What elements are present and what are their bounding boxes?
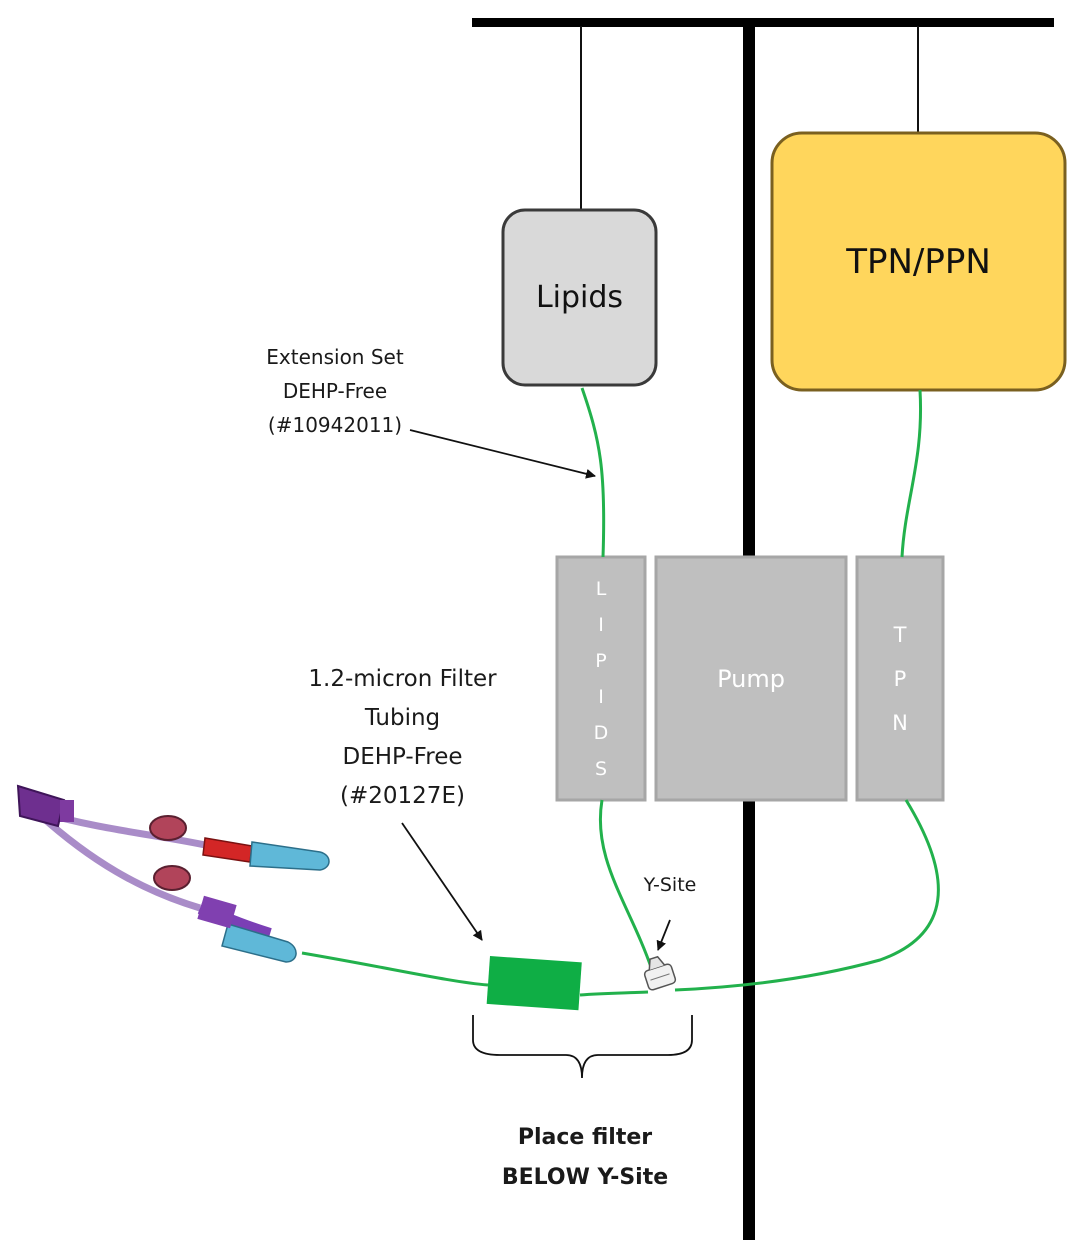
extension-set-line: DEHP-Free	[220, 374, 450, 408]
placement-note-line: Place filter	[440, 1118, 730, 1158]
extension-set-label: Extension Set DEHP-Free (#10942011)	[220, 340, 450, 442]
y-site-connector-icon	[641, 954, 677, 991]
lipids-letter: P	[595, 643, 606, 679]
tpn-letter: P	[894, 657, 907, 701]
extension-set-line: (#10942011)	[220, 408, 450, 442]
filter-tubing-label: 1.2-micron Filter Tubing DEHP-Free (#201…	[265, 660, 540, 816]
filter-tubing-line: (#20127E)	[265, 777, 540, 816]
tpn-letter: T	[894, 613, 907, 657]
y-site-arrow	[658, 920, 670, 950]
pump-tpn-channel-label: T P N	[857, 614, 943, 744]
filter-to-ysite-tubing	[580, 992, 648, 995]
placement-note-line: BELOW Y-Site	[440, 1158, 730, 1198]
filter-placement-brace	[473, 1015, 692, 1078]
lipids-letter: L	[596, 571, 607, 607]
extension-set-line: Extension Set	[220, 340, 450, 374]
placement-note: Place filter BELOW Y-Site	[440, 1118, 730, 1198]
filter-tubing-line: Tubing	[265, 699, 540, 738]
lipids-extension-tubing	[582, 388, 604, 557]
pump-lipids-channel-label: L I P I D S	[557, 566, 645, 792]
main-line-tubing	[302, 953, 488, 985]
lipids-letter: D	[594, 715, 609, 751]
y-site-label: Y-Site	[620, 874, 720, 896]
filter-arrow	[402, 823, 482, 940]
lipids-letter: I	[598, 679, 604, 715]
filter-tubing-line: 1.2-micron Filter	[265, 660, 540, 699]
tpn-letter: N	[892, 701, 908, 745]
lipids-letter: I	[598, 607, 604, 643]
pump-center-label: Pump	[656, 557, 846, 800]
filter-icon	[487, 956, 582, 1010]
lipids-bag-label: Lipids	[503, 210, 656, 385]
filter-tubing-line: DEHP-Free	[265, 738, 540, 777]
lipids-letter: S	[595, 751, 607, 787]
iv-pole-crossbar	[472, 18, 1054, 27]
tpn-upper-tubing	[902, 390, 921, 557]
tpn-ppn-bag-label: TPN/PPN	[772, 133, 1065, 390]
